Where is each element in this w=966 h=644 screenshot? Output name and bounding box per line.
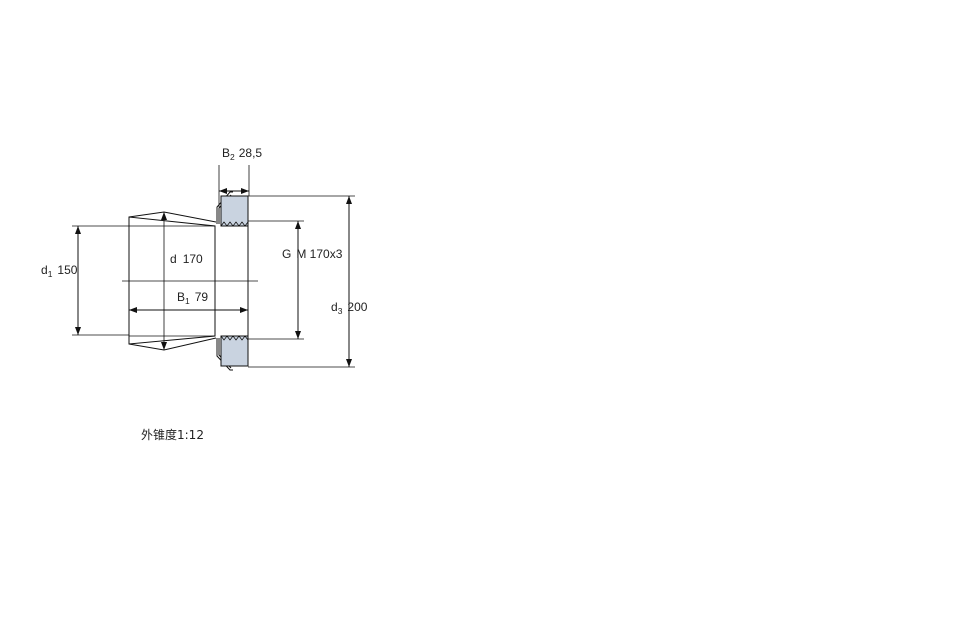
nut-lower-section xyxy=(220,335,249,367)
d3-dimension-line xyxy=(248,195,355,368)
g-dimension-line xyxy=(248,220,304,340)
b1-dimension-line xyxy=(129,307,248,313)
nut-upper-section xyxy=(220,195,249,227)
d1-dimension-line xyxy=(72,225,129,336)
d-dimension-line xyxy=(161,212,167,350)
taper-note: 外锥度1:12 xyxy=(141,428,204,442)
b2-dimension-line xyxy=(218,165,250,207)
